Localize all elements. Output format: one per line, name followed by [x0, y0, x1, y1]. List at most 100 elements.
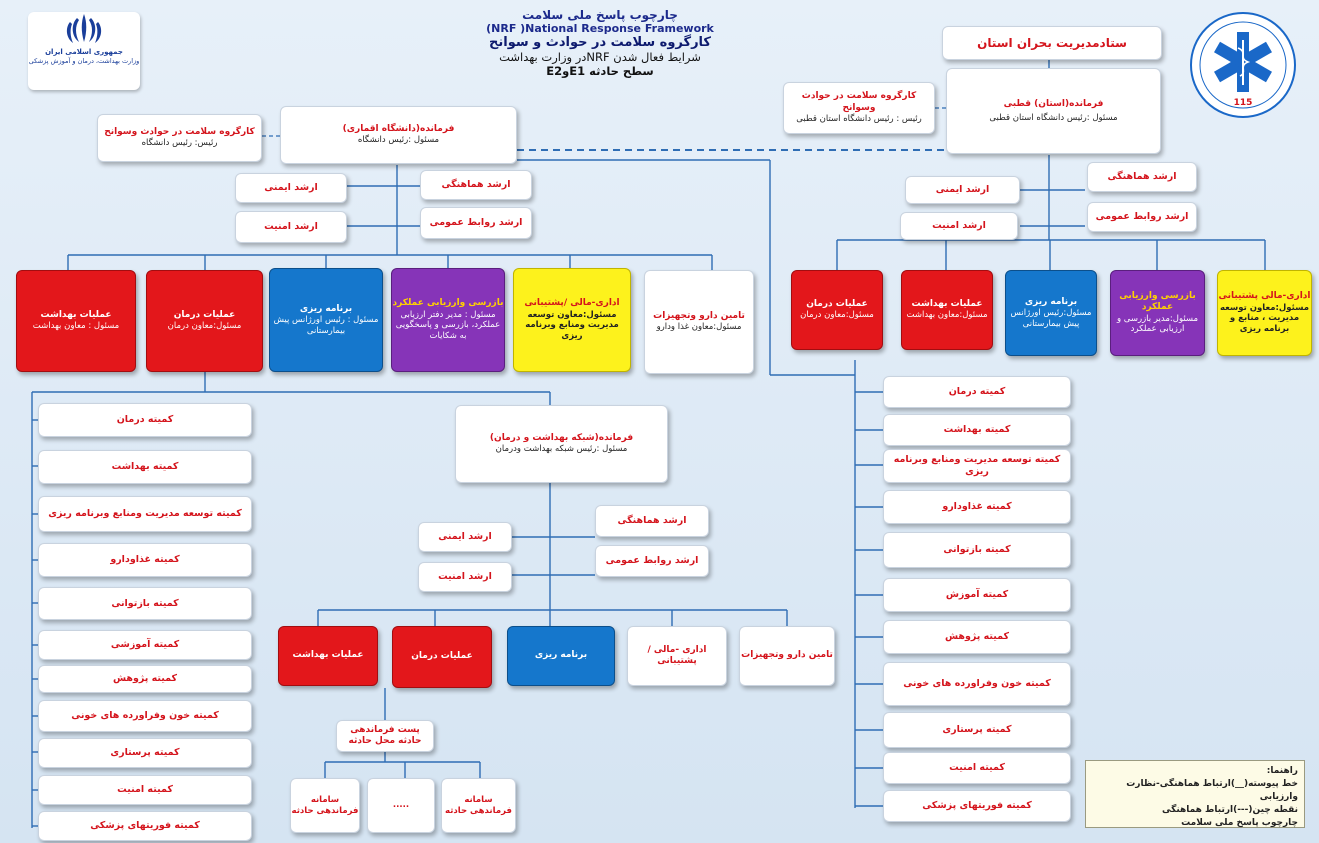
header-condition: شرایط فعال شدن NRFدر وزارت بهداشت: [499, 50, 701, 64]
left-section-sub: مسئول:معاون غذا ودارو: [656, 322, 742, 333]
network-section-title: تامین دارو وتجهیزات: [741, 650, 833, 661]
right-committee: کمیته فوریتهای پزشکی: [883, 790, 1071, 822]
legend-line-solid: خط پیوسته(__)ارتباط هماهنگی-نظارت وارزیا…: [1126, 779, 1298, 803]
right-pr-officer: ارشد روابط عمومی: [1087, 202, 1197, 232]
left-committee: کمیته پرستاری: [38, 738, 252, 768]
right-section-inspection: بازرسی وارزیابی عملکرد مسئول:مدیر بازرسی…: [1110, 270, 1205, 356]
network-coordination-officer: ارشد هماهنگی: [595, 505, 709, 537]
right-committee: کمیته درمان: [883, 376, 1071, 408]
star-of-life-icon: 115: [1190, 12, 1296, 118]
committee-label: کمیته درمان: [948, 386, 1006, 398]
right-section-treatment: عملیات درمان مسئول:معاون درمان: [791, 270, 883, 350]
field-unit-label: سامانه فرماندهی حادثه: [445, 794, 512, 816]
committee-label: کمیته بهداشت: [943, 424, 1011, 436]
commander-left-sub: مسئول :رئیس دانشگاه: [357, 135, 440, 146]
left-section-sub: مسئول : رئیس اورژانس پیش بیمارستانی: [273, 315, 379, 336]
network-section-admin: اداری -مالی / پشتیبانی: [627, 626, 727, 686]
legend-box: راهنما: خط پیوسته(__)ارتباط هماهنگی-نظار…: [1085, 760, 1305, 828]
right-section-title: برنامه ریزی: [1024, 296, 1078, 307]
network-section-treatment: عملیات درمان: [392, 626, 492, 688]
network-pr-label: ارشد روابط عمومی: [605, 555, 699, 567]
left-safety-label: ارشد ایمنی: [264, 182, 318, 194]
right-security-label: ارشد امنیت: [932, 220, 986, 232]
legend-line-caption: چارچوب پاسخ ملی سلامت: [1181, 818, 1298, 829]
left-section-sub: مسئول : مدیر دفتر ارزیابی عملکرد، بازرسی…: [395, 309, 501, 341]
field-unit: سامانه فرماندهی حادثه: [441, 778, 516, 833]
left-security-label: ارشد امنیت: [264, 221, 318, 233]
committee-label: کمیته توسعه مدیریت ومنابع وبرنامه ریزی: [893, 454, 1061, 477]
network-security-label: ارشد امنیت: [438, 571, 492, 583]
ministry-name-line2: وزارت بهداشت، درمان و آموزش پزشکی: [28, 57, 140, 65]
network-pr-officer: ارشد روابط عمومی: [595, 545, 709, 577]
workgroup-right: کارگروه سلامت در حوادث وسوانح رئیس : رئی…: [783, 82, 935, 134]
right-committee: کمیته پژوهش: [883, 620, 1071, 654]
left-section-title: عملیات بهداشت: [40, 310, 112, 321]
legend-title: راهنما:: [1266, 766, 1298, 776]
workgroup-right-sub: رئیس : رئیس دانشگاه استان قطبی: [796, 113, 922, 124]
committee-label: کمیته امنیت: [949, 762, 1005, 774]
commander-right-sub: مسئول :رئیس دانشگاه استان قطبی: [989, 112, 1118, 123]
left-committee: کمیته فوریتهای پزشکی: [38, 811, 252, 841]
committee-label: کمیته درمان: [116, 414, 174, 426]
network-section-title: برنامه ریزی: [534, 650, 588, 661]
page-header: چارچوب پاسخ ملی سلامت (NRF )National Res…: [430, 8, 770, 78]
right-safety-label: ارشد ایمنی: [935, 184, 990, 196]
left-committee: کمیته غذاودارو: [38, 543, 252, 577]
committee-label: کمیته پژوهش: [112, 673, 178, 685]
committee-label: کمیته آموزشی: [110, 639, 180, 651]
committee-label: کمیته پژوهش: [944, 631, 1010, 643]
field-unit: .....: [367, 778, 435, 833]
commander-left-title: فرمانده(دانشگاه اقماری): [342, 124, 455, 135]
committee-label: کمیته خون وفراورده های خونی: [903, 678, 1051, 690]
committee-label: کمیته آموزش: [945, 589, 1009, 601]
network-section-title: عملیات درمان: [411, 651, 473, 662]
left-section-title: عملیات درمان: [173, 310, 236, 321]
province-crisis-hq: ستادمدیریت بحران استان: [942, 26, 1162, 60]
ministry-logo: جمهوری اسلامی ایران وزارت بهداشت، درمان …: [28, 12, 140, 90]
right-safety-officer: ارشد ایمنی: [905, 176, 1020, 204]
ministry-name-line1: جمهوری اسلامی ایران: [45, 48, 123, 56]
left-section-health: عملیات بهداشت مسئول : معاون بهداشت: [16, 270, 136, 372]
field-unit-label: سامانه فرماندهی حادثه: [291, 794, 359, 816]
committee-label: کمیته خون وفراورده های خونی: [71, 710, 219, 722]
left-committee: کمیته توسعه مدیریت ومنابع وبرنامه ریزی: [38, 496, 252, 532]
right-section-title: بازرسی وارزیابی عملکرد: [1119, 291, 1196, 313]
incident-command-post: پست فرماندهی حادثه محل حادثه: [336, 720, 434, 752]
left-pr-officer: ارشد روابط عمومی: [420, 207, 532, 239]
legend-line-dashed: نقطه چین(---)ارتباط هماهنگی: [1162, 805, 1298, 816]
committee-label: کمیته فوریتهای پزشکی: [922, 800, 1032, 812]
committee-label: کمیته بازتوانی: [111, 597, 179, 609]
emergency-number: 115: [1234, 98, 1253, 108]
right-section-admin: اداری-مالی پشتیبانی مسئول:معاون توسعه مد…: [1217, 270, 1312, 356]
right-committee: کمیته آموزش: [883, 578, 1071, 612]
committee-label: کمیته فوریتهای پزشکی: [90, 820, 200, 832]
left-section-sub: مسئول:معاون توسعه مدیریت ومنابع وبرنامه …: [525, 309, 619, 341]
commander-network-sub: مسئول :رئیس شبکه بهداشت ودرمان: [495, 444, 628, 455]
left-section-sub: مسئول : معاون بهداشت: [32, 321, 120, 332]
network-coordination-label: ارشد هماهنگی: [617, 515, 687, 527]
left-section-treatment: عملیات درمان مسئول:معاون درمان: [146, 270, 263, 372]
left-section-admin: اداری-مالی /پشتیبانی مسئول:معاون توسعه م…: [513, 268, 631, 372]
network-section-title: عملیات بهداشت: [292, 650, 364, 661]
left-section-title: برنامه ریزی: [299, 303, 353, 314]
right-pr-label: ارشد روابط عمومی: [1095, 211, 1189, 223]
left-committee: کمیته بهداشت: [38, 450, 252, 484]
right-section-sub: مسئول:معاون درمان: [800, 310, 874, 321]
left-section-planning: برنامه ریزی مسئول : رئیس اورژانس پیش بیم…: [269, 268, 383, 372]
right-section-sub: مسئول:مدیر بازرسی و ارزیابی عملکرد: [1116, 313, 1199, 335]
right-coordination-label: ارشد هماهنگی: [1107, 171, 1177, 183]
network-section-planning: برنامه ریزی: [507, 626, 615, 686]
commander-right: فرمانده(استان) قطبی مسئول :رئیس دانشگاه …: [946, 68, 1161, 154]
emergency-logo: 115: [1188, 10, 1298, 120]
left-section-title: بازرسی وارزیابی عملکرد: [392, 298, 504, 309]
network-security-officer: ارشد امنیت: [418, 562, 512, 592]
left-coordination-label: ارشد هماهنگی: [441, 179, 511, 191]
left-section-supply: تامین دارو وتجهیزات مسئول:معاون غذا ودار…: [644, 270, 754, 374]
committee-label: کمیته توسعه مدیریت ومنابع وبرنامه ریزی: [48, 508, 242, 520]
right-section-title: اداری-مالی پشتیبانی: [1218, 291, 1311, 302]
commander-left: فرمانده(دانشگاه اقماری) مسئول :رئیس دانش…: [280, 106, 517, 164]
committee-label: کمیته بازتوانی: [943, 544, 1011, 556]
field-unit-label: .....: [392, 800, 410, 811]
right-committee: کمیته پرستاری: [883, 712, 1071, 748]
